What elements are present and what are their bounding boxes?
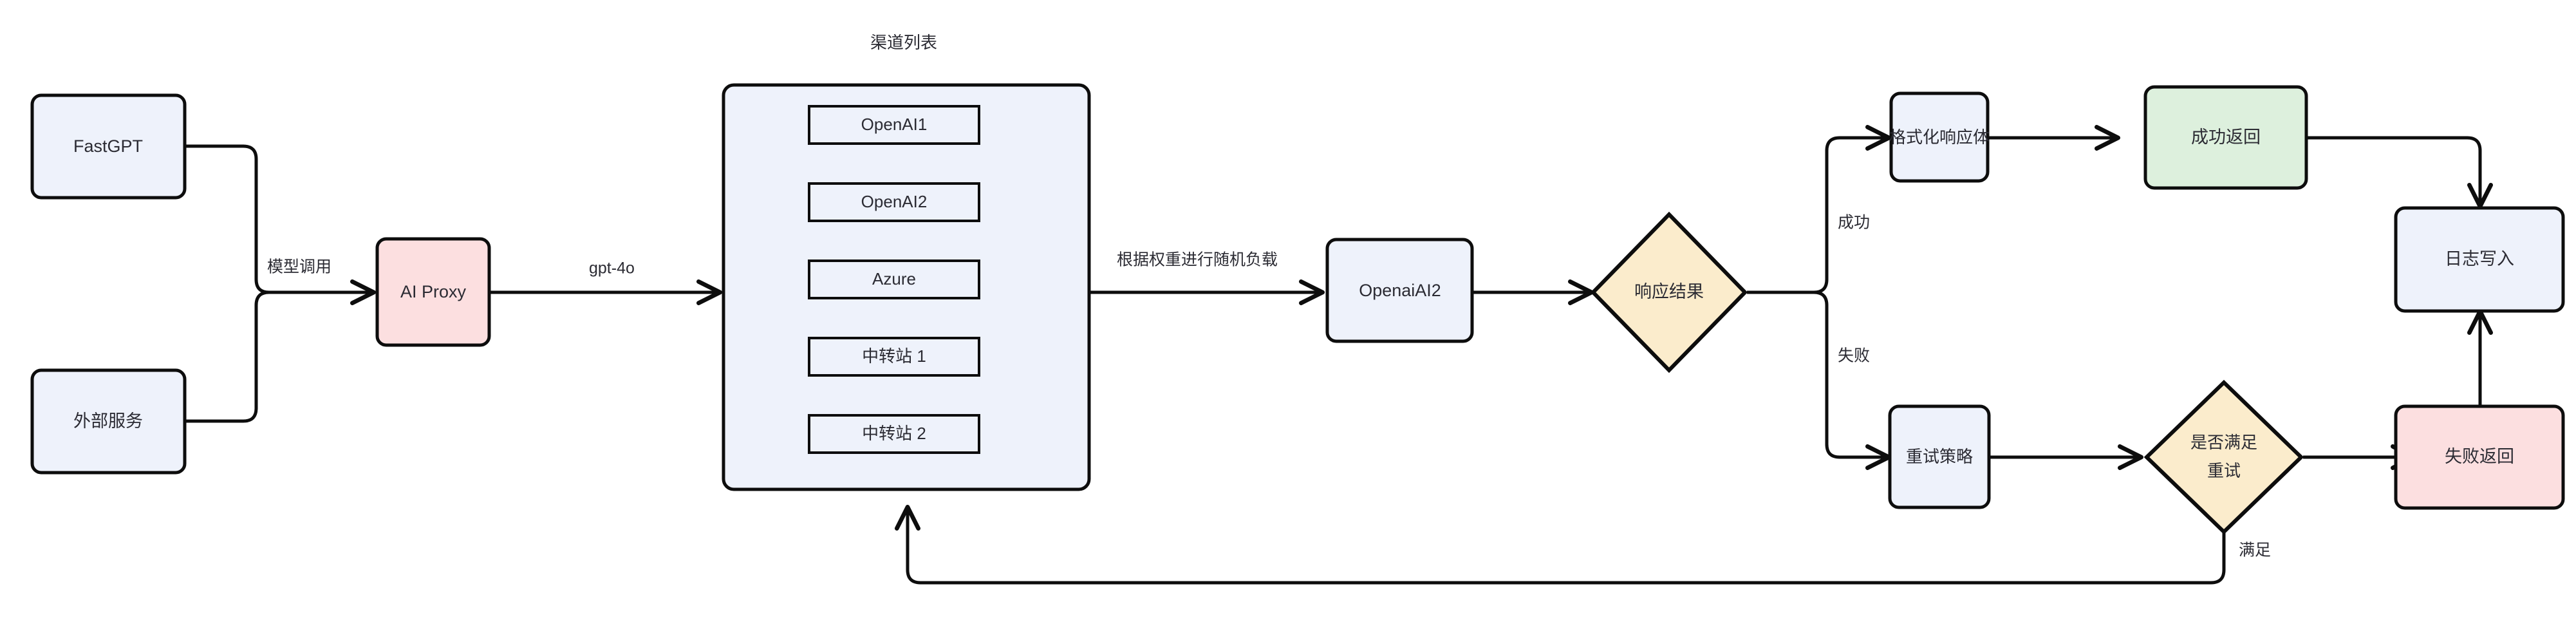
- channel-item-openai1-label: OpenAI1: [861, 115, 928, 134]
- edge-label-satisfied: 满足: [2239, 542, 2271, 560]
- node-success-return[interactable]: 成功返回: [2143, 85, 2308, 190]
- node-ai-proxy-label: AI Proxy: [400, 282, 467, 301]
- channel-item-relay-1[interactable]: 中转站 1: [808, 337, 980, 377]
- channel-list-group: OpenAI1 OpenAI2 Azure 中转站 1 中转站 2: [722, 83, 1091, 491]
- edge-success-return-to-log-write: [2308, 136, 2493, 209]
- node-format-response-body-label: 格式化响应体: [1889, 127, 1990, 147]
- channel-item-azure-label: Azure: [872, 269, 916, 288]
- channel-list-title: 渠道列表: [870, 33, 937, 52]
- node-response-result-label: 响应结果: [1634, 282, 1704, 301]
- edge-label-model-call: 模型调用: [267, 258, 331, 276]
- node-log-write[interactable]: 日志写入: [2394, 206, 2565, 313]
- node-retry-policy[interactable]: 重试策略: [1888, 404, 1991, 509]
- edge-retry-condition-back-to-channel-list: [895, 504, 2226, 585]
- node-retry-condition-label-line1: 是否满足: [2190, 433, 2257, 452]
- node-retry-condition-shape[interactable]: [2143, 379, 2304, 535]
- node-success-return-shape[interactable]: [2143, 85, 2308, 190]
- node-ai-proxy-shape[interactable]: [375, 237, 491, 347]
- node-ai-proxy[interactable]: AI Proxy: [375, 237, 491, 347]
- node-failure-return-shape[interactable]: [2394, 404, 2565, 510]
- node-format-response-body-shape[interactable]: [1889, 91, 1990, 183]
- node-external-service-shape[interactable]: [30, 368, 187, 475]
- channel-item-azure[interactable]: Azure: [808, 259, 980, 299]
- channel-item-openai2[interactable]: OpenAI2: [808, 182, 980, 222]
- node-retry-condition[interactable]: 是否满足 重试: [2143, 379, 2304, 535]
- channel-item-openai1-shape[interactable]: [808, 105, 980, 145]
- channel-item-relay-1-shape[interactable]: [808, 337, 980, 377]
- node-external-service[interactable]: 外部服务: [30, 368, 187, 475]
- node-response-result[interactable]: 响应结果: [1590, 211, 1748, 373]
- edge-label-gpt-model: gpt-4o: [589, 259, 635, 278]
- channel-item-openai1[interactable]: OpenAI1: [808, 105, 980, 145]
- edge-label-success: 成功: [1838, 214, 1870, 232]
- channel-item-relay-2[interactable]: 中转站 2: [808, 414, 980, 454]
- channel-item-relay-1-label: 中转站 1: [862, 346, 926, 366]
- node-log-write-shape[interactable]: [2394, 206, 2565, 313]
- edge-label-failure: 失败: [1838, 347, 1870, 365]
- node-failure-return-label: 失败返回: [2445, 447, 2514, 466]
- channel-item-openai2-shape[interactable]: [808, 182, 980, 222]
- node-retry-policy-shape[interactable]: [1888, 404, 1991, 509]
- node-fastgpt[interactable]: FastGPT: [30, 93, 187, 200]
- channel-item-relay-2-shape[interactable]: [808, 414, 980, 454]
- node-fastgpt-shape[interactable]: [30, 93, 187, 200]
- channel-item-relay-2-label: 中转站 2: [862, 424, 926, 443]
- node-retry-condition-label-line2: 重试: [2207, 461, 2241, 480]
- node-log-write-label: 日志写入: [2445, 249, 2514, 269]
- node-success-return-label: 成功返回: [2191, 127, 2261, 147]
- channel-item-openai2-label: OpenAI2: [861, 192, 928, 211]
- node-format-response-body[interactable]: 格式化响应体: [1889, 91, 1990, 183]
- node-retry-policy-label: 重试策略: [1906, 447, 1973, 466]
- node-response-result-shape[interactable]: [1590, 211, 1748, 373]
- node-openai-ai2-label: OpenaiAI2: [1359, 281, 1441, 300]
- node-openai-ai2-shape[interactable]: [1325, 238, 1474, 343]
- edge-label-weighted-random-load: 根据权重进行随机负载: [1117, 251, 1278, 269]
- channel-item-azure-shape[interactable]: [808, 259, 980, 299]
- node-external-service-label: 外部服务: [73, 411, 143, 431]
- node-failure-return[interactable]: 失败返回: [2394, 404, 2565, 510]
- node-openai-ai2[interactable]: OpenaiAI2: [1325, 238, 1474, 343]
- edge-response-result-to-retry-policy: [1747, 290, 1892, 470]
- node-fastgpt-label: FastGPT: [73, 137, 143, 156]
- edge-external-service-to-ai-proxy: [186, 290, 372, 423]
